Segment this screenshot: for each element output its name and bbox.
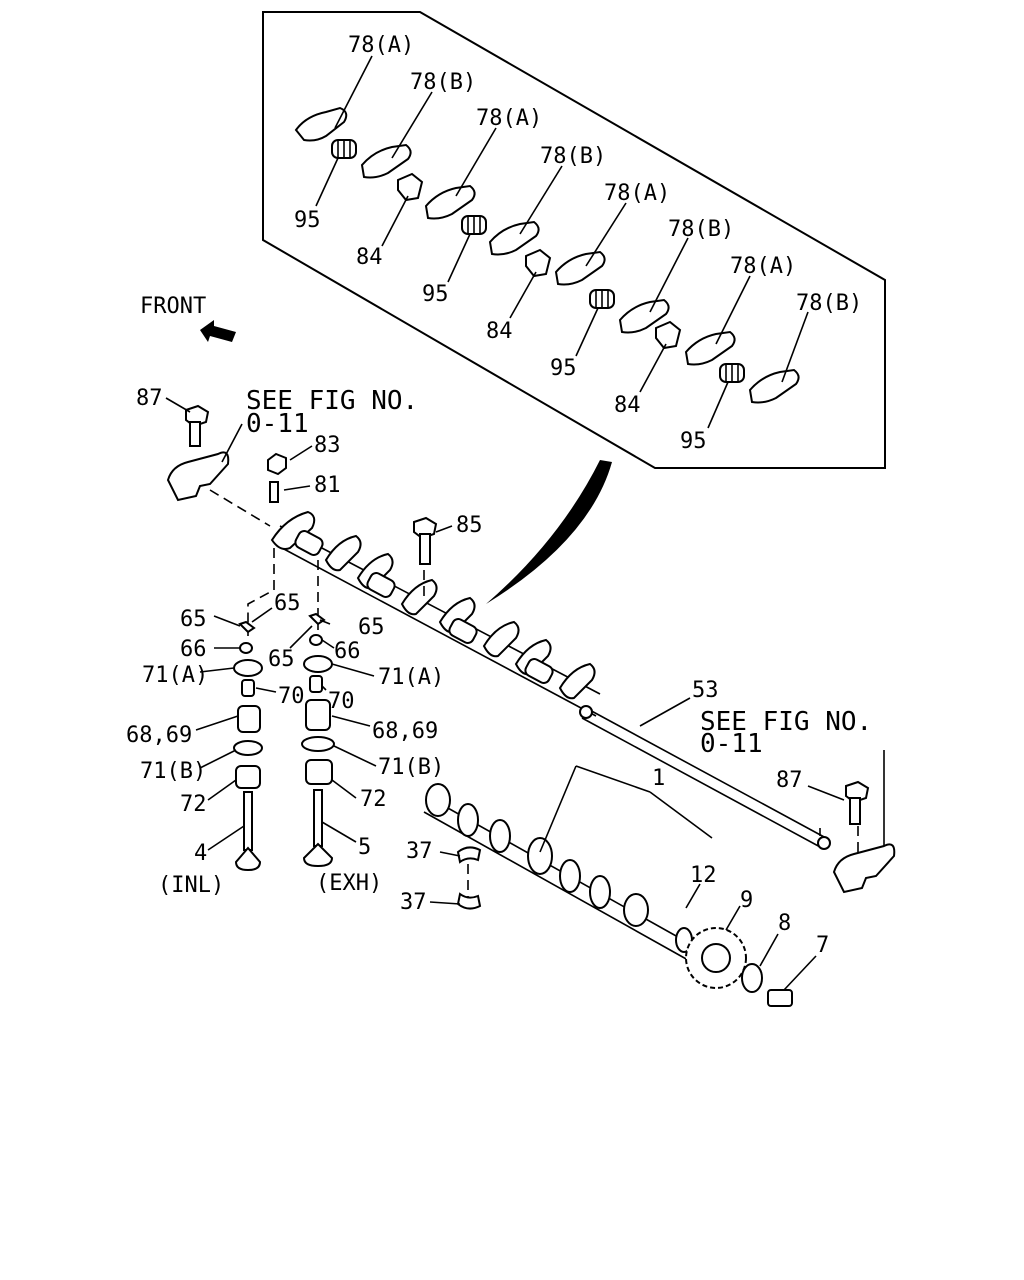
callout-6869-a: 68,69 bbox=[126, 723, 192, 748]
inlet-valve-train bbox=[233, 620, 263, 872]
callout-70-b: 70 bbox=[328, 689, 355, 714]
callout-85: 85 bbox=[456, 513, 483, 538]
callout-84-3: 84 bbox=[614, 393, 641, 418]
main-leader-lines bbox=[165, 397, 885, 991]
front-arrow-icon bbox=[200, 320, 236, 342]
callout-78a-2: 78(A) bbox=[476, 106, 542, 131]
thrust-bearing-lower bbox=[456, 892, 482, 910]
callout-95-1: 95 bbox=[294, 208, 321, 233]
callout-81: 81 bbox=[314, 473, 341, 498]
callout-53: 53 bbox=[692, 678, 719, 703]
bolts bbox=[185, 404, 870, 825]
inset-springs bbox=[331, 139, 745, 383]
callout-78b-3: 78(B) bbox=[668, 217, 734, 242]
inset-connector-wedge bbox=[486, 460, 612, 604]
callout-71b-b: 71(B) bbox=[378, 755, 444, 780]
see-fig-left-line1: SEE FIG NO. bbox=[246, 386, 418, 416]
callout-9: 9 bbox=[740, 888, 753, 913]
callout-95-2: 95 bbox=[422, 282, 449, 307]
rocker-detail-inset-box bbox=[262, 11, 886, 469]
callout-78a-4: 78(A) bbox=[730, 254, 796, 279]
see-fig-right-line1: SEE FIG NO. bbox=[700, 707, 872, 737]
callout-66-a: 66 bbox=[180, 637, 207, 662]
callout-6869-b: 68,69 bbox=[372, 719, 438, 744]
callout-95-4: 95 bbox=[680, 429, 707, 454]
washer bbox=[741, 963, 763, 993]
callout-37-b: 37 bbox=[400, 890, 427, 915]
callout-71a-a: 71(A) bbox=[142, 663, 208, 688]
callout-78b-4: 78(B) bbox=[796, 291, 862, 316]
callout-8: 8 bbox=[778, 911, 791, 936]
gear-bolt bbox=[767, 989, 793, 1007]
assembly-dashed-lines bbox=[209, 489, 859, 852]
callout-84-2: 84 bbox=[486, 319, 513, 344]
exhaust-label: (EXH) bbox=[316, 871, 382, 896]
callout-84-1: 84 bbox=[356, 245, 383, 270]
front-label: FRONT bbox=[140, 294, 206, 319]
callout-83: 83 bbox=[314, 433, 341, 458]
callout-65-a: 65 bbox=[180, 607, 207, 632]
callout-1: 1 bbox=[652, 766, 665, 791]
inlet-label: (INL) bbox=[158, 873, 224, 898]
oil-pipe bbox=[579, 705, 831, 850]
callout-7: 7 bbox=[816, 933, 829, 958]
callout-66-b: 66 bbox=[334, 639, 361, 664]
inset-clips bbox=[397, 172, 682, 350]
callout-65-c: 65 bbox=[358, 615, 385, 640]
callout-65-b: 65 bbox=[274, 591, 301, 616]
callout-72-b: 72 bbox=[360, 787, 387, 812]
right-bracket bbox=[832, 843, 896, 894]
callout-78b-1: 78(B) bbox=[410, 70, 476, 95]
rocker-shaft-assembly bbox=[270, 510, 601, 717]
callout-37-a: 37 bbox=[406, 839, 433, 864]
callout-78a-1: 78(A) bbox=[348, 33, 414, 58]
callout-87-right: 87 bbox=[776, 768, 803, 793]
callout-5: 5 bbox=[358, 835, 371, 860]
camshaft bbox=[423, 783, 695, 961]
left-bracket bbox=[166, 451, 230, 502]
callout-95-3: 95 bbox=[550, 356, 577, 381]
callout-78a-3: 78(A) bbox=[604, 181, 670, 206]
callout-65-d: 65 bbox=[268, 647, 295, 672]
callout-4: 4 bbox=[194, 841, 207, 866]
callout-12: 12 bbox=[690, 863, 717, 888]
thrust-bearing-upper bbox=[456, 846, 482, 864]
inset-leader-lines bbox=[315, 55, 809, 429]
callout-87-left: 87 bbox=[136, 386, 163, 411]
see-fig-left-line2: 0-11 bbox=[246, 409, 309, 439]
callout-71a-b: 71(A) bbox=[378, 665, 444, 690]
callout-70-a: 70 bbox=[278, 684, 305, 709]
callout-72-a: 72 bbox=[180, 792, 207, 817]
callout-78b-2: 78(B) bbox=[540, 144, 606, 169]
see-fig-right-line2: 0-11 bbox=[700, 729, 763, 759]
exhaust-valve-train bbox=[301, 612, 335, 868]
cam-gear bbox=[685, 927, 747, 989]
callout-71b-a: 71(B) bbox=[140, 759, 206, 784]
inset-rocker-arms bbox=[294, 106, 800, 404]
